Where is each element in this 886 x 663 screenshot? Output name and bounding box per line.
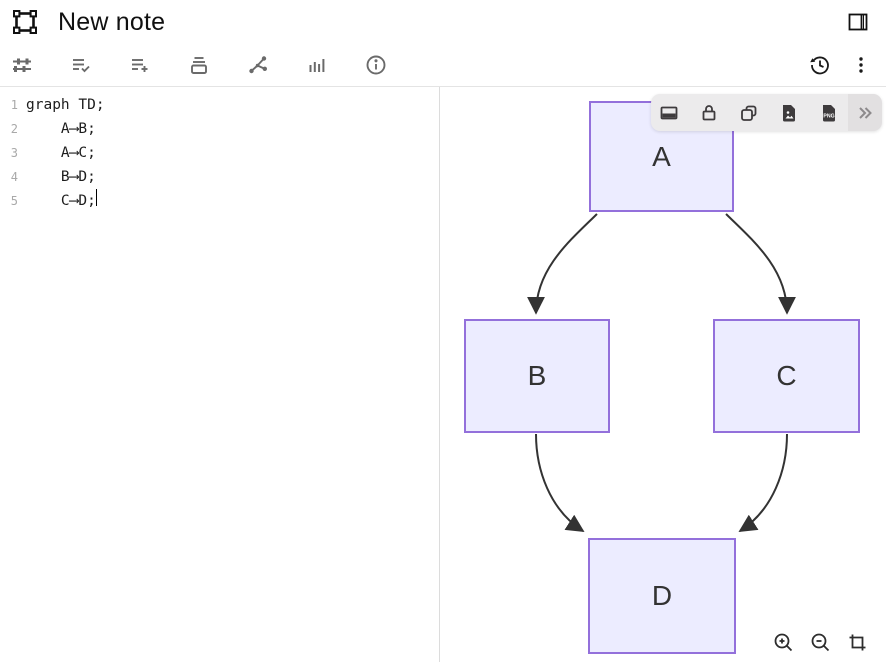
node-C[interactable]: C (713, 319, 860, 433)
code-line: 3 A⟶C; (0, 141, 439, 165)
diagram-floating-toolbar: PNG (651, 94, 882, 131)
list-plus-icon[interactable] (122, 47, 158, 83)
node-B[interactable]: B (464, 319, 610, 433)
node-D[interactable]: D (588, 538, 736, 654)
code-line: 1 graph TD; (0, 93, 439, 117)
edge-A-C (725, 213, 796, 315)
edge-A-B (527, 213, 598, 315)
header: New note (0, 0, 886, 44)
code-text: B⟶D; (26, 169, 96, 185)
lock-icon[interactable] (694, 98, 724, 128)
bar-chart-icon[interactable] (299, 47, 335, 83)
code-line: 4 B⟶D; (0, 165, 439, 189)
chevrons-right-icon[interactable] (848, 94, 882, 131)
zoom-controls (772, 631, 868, 653)
tune-sliders-icon[interactable] (4, 47, 40, 83)
line-number: 1 (10, 98, 18, 112)
sidebar-right-icon[interactable] (842, 6, 874, 38)
line-number: 3 (10, 146, 18, 160)
code-line: 2 A⟶B; (0, 117, 439, 141)
text-cursor (95, 189, 98, 206)
code-text: A⟶B; (26, 121, 96, 137)
info-icon[interactable] (358, 47, 394, 83)
kebab-menu-icon[interactable] (843, 47, 879, 83)
code-text: graph TD; (26, 97, 105, 113)
code-text: C⟶D; (26, 193, 96, 209)
code-text: A⟶C; (26, 145, 96, 161)
png-export-icon[interactable]: PNG (814, 98, 844, 128)
svg-text:PNG: PNG (823, 113, 834, 119)
code-line: 5 C⟶D; (0, 189, 439, 213)
frame-selection-icon[interactable] (10, 7, 40, 37)
crop-fit-icon[interactable] (846, 631, 868, 653)
edge-B-D (535, 433, 585, 532)
line-number: 2 (10, 122, 18, 136)
page-title: New note (58, 7, 166, 36)
archive-box-icon[interactable] (181, 47, 217, 83)
list-check-icon[interactable] (63, 47, 99, 83)
copy-icon[interactable] (734, 98, 764, 128)
code-editor[interactable]: 1 graph TD; 2 A⟶B; 3 A⟶C; 4 B⟶D; 5 C⟶D; (0, 87, 440, 662)
node-label: A (652, 140, 671, 172)
image-export-icon[interactable] (774, 98, 804, 128)
diagram-preview[interactable]: A B C D (440, 87, 885, 662)
edge-C-D (738, 433, 788, 532)
node-label: C (776, 360, 797, 391)
zoom-in-icon[interactable] (772, 631, 794, 653)
line-number: 4 (10, 170, 18, 184)
history-icon[interactable] (802, 47, 838, 83)
node-label: D (651, 580, 673, 611)
edge-layer (527, 213, 796, 532)
node-label: B (527, 360, 547, 391)
graph-nodes-icon[interactable] (240, 47, 276, 83)
line-number: 5 (10, 194, 18, 208)
panel-bottom-icon[interactable] (654, 98, 684, 128)
toolbar (0, 44, 886, 87)
zoom-out-icon[interactable] (809, 631, 831, 653)
